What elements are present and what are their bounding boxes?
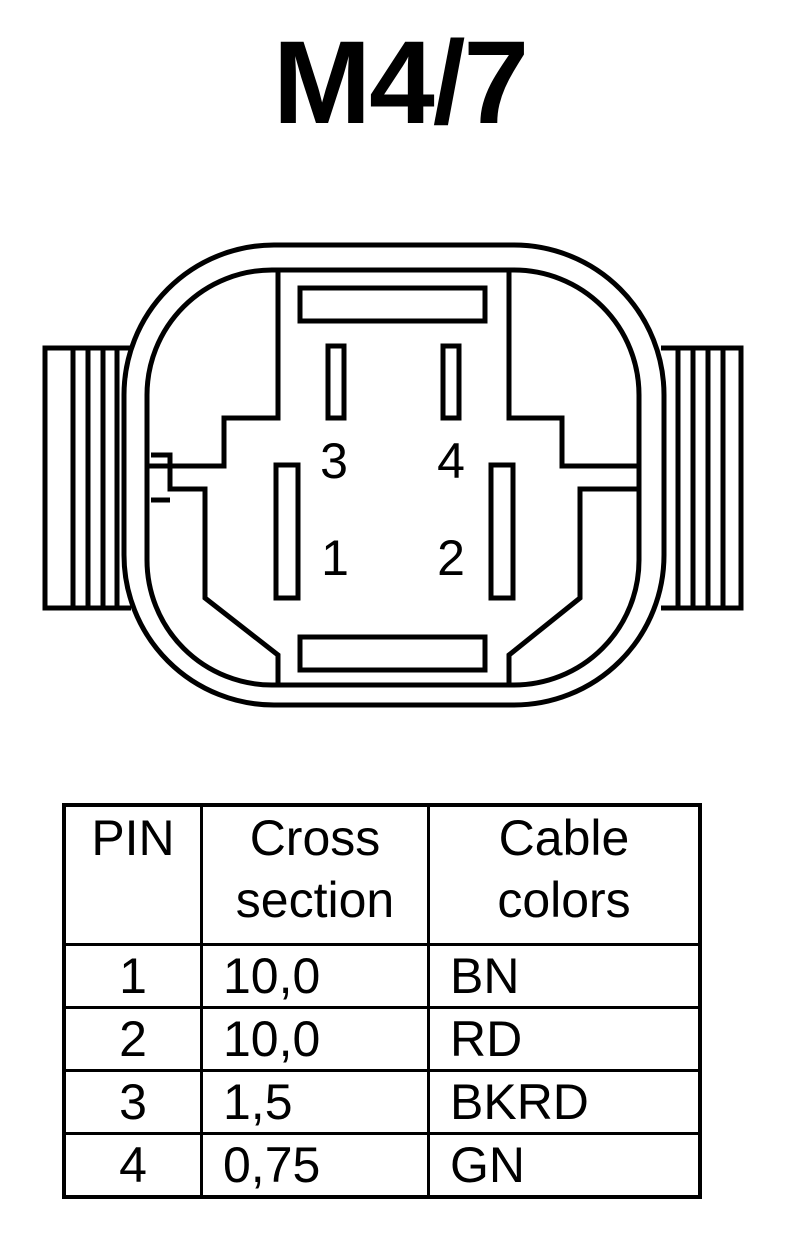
cell-pin: 2 <box>62 1006 203 1072</box>
bottom-key-slot <box>297 634 488 673</box>
cell-cable-color: BN <box>427 943 702 1009</box>
cell-cross-section: 0,75 <box>200 1132 430 1199</box>
left-latch-notch <box>151 452 281 683</box>
connector-drawing: 3 4 1 2 <box>42 242 744 708</box>
diagram-title: M4/7 <box>272 17 529 149</box>
pin-2-contact <box>488 462 516 601</box>
right-ribbed-tab <box>661 345 744 611</box>
cell-pin: 3 <box>62 1069 203 1135</box>
pin-3-contact <box>325 343 347 421</box>
cell-cable-color: GN <box>427 1132 702 1199</box>
pin-label-1: 1 <box>321 530 349 586</box>
cell-cable-color: RD <box>427 1006 702 1072</box>
cell-pin: 1 <box>62 943 203 1009</box>
cell-pin: 4 <box>62 1132 203 1199</box>
cell-cross-section: 10,0 <box>200 943 430 1009</box>
cell-cross-section: 10,0 <box>200 1006 430 1072</box>
left-ribbed-tab <box>42 345 131 611</box>
pin-label-4: 4 <box>437 433 465 489</box>
table-row: 2 10,0 RD <box>62 1006 702 1072</box>
pin-label-3: 3 <box>320 433 348 489</box>
header-cable-colors: Cable colors <box>427 803 702 946</box>
connector-housing-inner <box>144 267 642 688</box>
table-row: 3 1,5 BKRD <box>62 1069 702 1135</box>
pin-assignment-table: PIN Cross section Cable colors 1 10,0 BN… <box>62 803 702 1199</box>
header-cross-section: Cross section <box>200 803 430 946</box>
table-row: 1 10,0 BN <box>62 943 702 1009</box>
top-key-slot <box>147 272 281 469</box>
pin-4-contact <box>440 343 462 421</box>
table-header-row: PIN Cross section Cable colors <box>62 803 702 946</box>
pin-label-2: 2 <box>437 530 465 586</box>
cell-cable-color: BKRD <box>427 1069 702 1135</box>
table-row: 4 0,75 GN <box>62 1132 702 1199</box>
connector-housing-outer <box>121 242 667 708</box>
cell-cross-section: 1,5 <box>200 1069 430 1135</box>
pin-1-contact <box>273 462 301 601</box>
header-pin: PIN <box>62 803 203 946</box>
